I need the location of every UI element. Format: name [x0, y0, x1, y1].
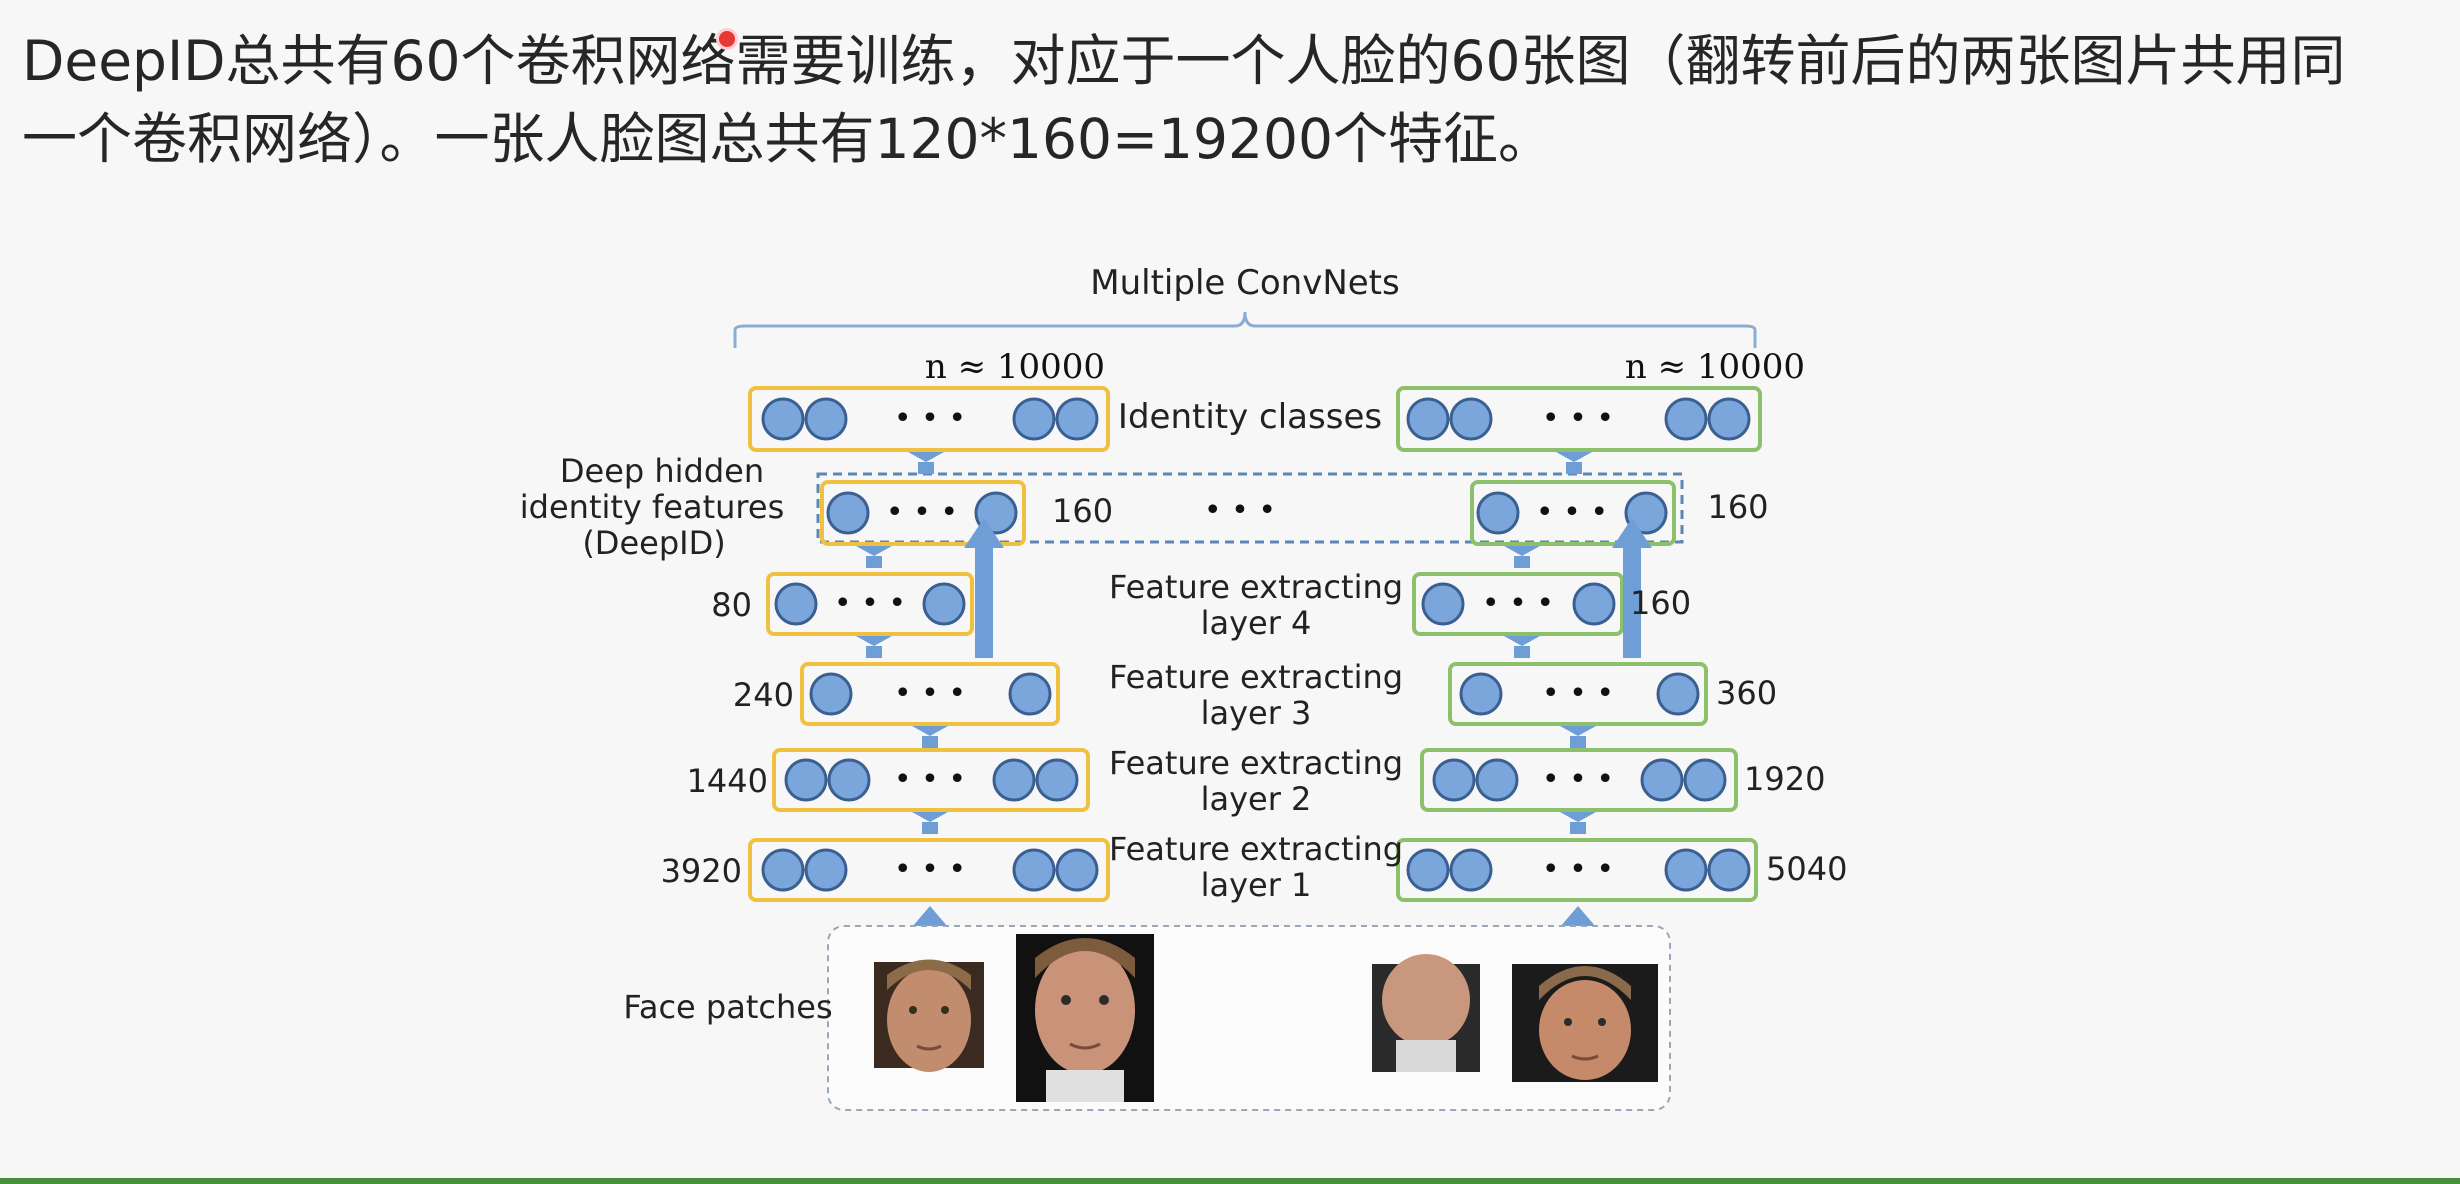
right-identity-layer-box	[1396, 386, 1762, 452]
right-layer3-ellipsis: • • •	[1542, 676, 1614, 711]
face-patch-4	[1512, 964, 1658, 1082]
deepid-right-size: 160	[1707, 488, 1768, 526]
identity-classes-label: Identity classes	[1118, 397, 1382, 437]
left-deepid-ellipsis: • • •	[886, 495, 958, 530]
deepid-label-line-3: (DeepID)	[582, 524, 725, 562]
n-left-label: n ≈ 10000	[925, 347, 1105, 387]
right-layer4-box	[1412, 572, 1624, 636]
left-deepid-layer-box	[820, 480, 1026, 546]
left-layer1-box	[748, 838, 1110, 902]
left-neurons	[761, 397, 1099, 892]
right-layer1-box	[1396, 838, 1758, 902]
arrow-up-left-l2	[912, 812, 948, 834]
left-layer3-box	[800, 662, 1060, 726]
heading-line-2: 一个卷积网络）。一张人脸图总共有120*160=19200个特征。	[22, 107, 1554, 171]
deepid-label-line-1: Deep hidden	[560, 452, 764, 490]
right-layer2-size: 1920	[1744, 760, 1825, 798]
left-identity-ellipsis: • • •	[894, 401, 966, 436]
right-layer3-box	[1448, 662, 1708, 726]
left-layer2-box	[772, 748, 1090, 812]
arrow-up-right-l4	[1504, 636, 1540, 658]
deepid-label-line-2: identity features	[520, 488, 784, 526]
right-neurons	[1406, 397, 1751, 892]
right-layer4-ellipsis: • • •	[1482, 586, 1554, 621]
layer2-label-line-2: layer 2	[1201, 780, 1312, 818]
skip-arrow-right	[1612, 518, 1652, 658]
arrow-up-left-deepid	[856, 546, 892, 568]
right-identity-ellipsis: • • •	[1542, 401, 1614, 436]
left-layer4-ellipsis: • • •	[834, 586, 906, 621]
left-layer2-size: 1440	[687, 762, 768, 800]
slide-heading: DeepID总共有60个卷积网络需要训练，对应于一个人脸的60张图（翻转前后的两…	[22, 22, 2382, 178]
arrow-up-right-l3	[1560, 726, 1596, 748]
left-layer4-box	[766, 572, 974, 636]
left-layer1-ellipsis: • • •	[894, 852, 966, 887]
convnets-brace	[733, 311, 1757, 348]
right-layer1-size: 5040	[1766, 850, 1847, 888]
right-layer2-box	[1420, 748, 1738, 812]
bottom-accent-line	[0, 1178, 2460, 1184]
layer3-label-line-1: Feature extracting	[1109, 658, 1403, 696]
right-deepid-layer-box	[1470, 480, 1676, 546]
arrow-up-right-deepid	[1504, 546, 1540, 568]
arrow-up-right-l2	[1560, 812, 1596, 834]
between-networks-ellipsis: • • •	[1204, 493, 1276, 528]
right-layer3-size: 360	[1716, 674, 1777, 712]
diagram-title: Multiple ConvNets	[1090, 263, 1399, 303]
laser-pointer-dot	[716, 28, 738, 50]
right-layer1-ellipsis: • • •	[1542, 852, 1614, 887]
left-layer1-size: 3920	[661, 852, 742, 890]
arrow-up-left-l3	[912, 726, 948, 748]
deepid-left-size: 160	[1052, 492, 1113, 530]
layer2-label-line-1: Feature extracting	[1109, 744, 1403, 782]
arrow-up-left-l4	[856, 636, 892, 658]
left-layer4-size: 80	[711, 586, 752, 624]
right-deepid-ellipsis: • • •	[1536, 495, 1608, 530]
arrow-up-right-identity	[1556, 452, 1592, 474]
layer4-label-line-2: layer 4	[1201, 604, 1312, 642]
face-patches-label: Face patches	[623, 988, 832, 1026]
face-patch-3	[1372, 954, 1480, 1072]
layer3-label-line-2: layer 3	[1201, 694, 1312, 732]
heading-line-1: DeepID总共有60个卷积网络需要训练，对应于一个人脸的60张图（翻转前后的两…	[22, 29, 2346, 93]
layer1-label-line-2: layer 1	[1201, 866, 1312, 904]
left-identity-layer-box	[748, 386, 1110, 452]
layer1-label-line-1: Feature extracting	[1109, 830, 1403, 868]
left-layer3-ellipsis: • • •	[894, 676, 966, 711]
deepid-dashed-box	[816, 472, 1684, 544]
arrow-up-left-identity	[908, 452, 944, 474]
face-patch-2	[1016, 934, 1154, 1102]
left-layer3-size: 240	[733, 676, 794, 714]
face-patch-1	[874, 959, 984, 1072]
n-right-label: n ≈ 10000	[1625, 347, 1805, 387]
right-layer4-size: 160	[1630, 584, 1691, 622]
skip-arrow-left	[964, 518, 1004, 658]
right-layer2-ellipsis: • • •	[1542, 762, 1614, 797]
left-layer2-ellipsis: • • •	[894, 762, 966, 797]
layer4-label-line-1: Feature extracting	[1109, 568, 1403, 606]
